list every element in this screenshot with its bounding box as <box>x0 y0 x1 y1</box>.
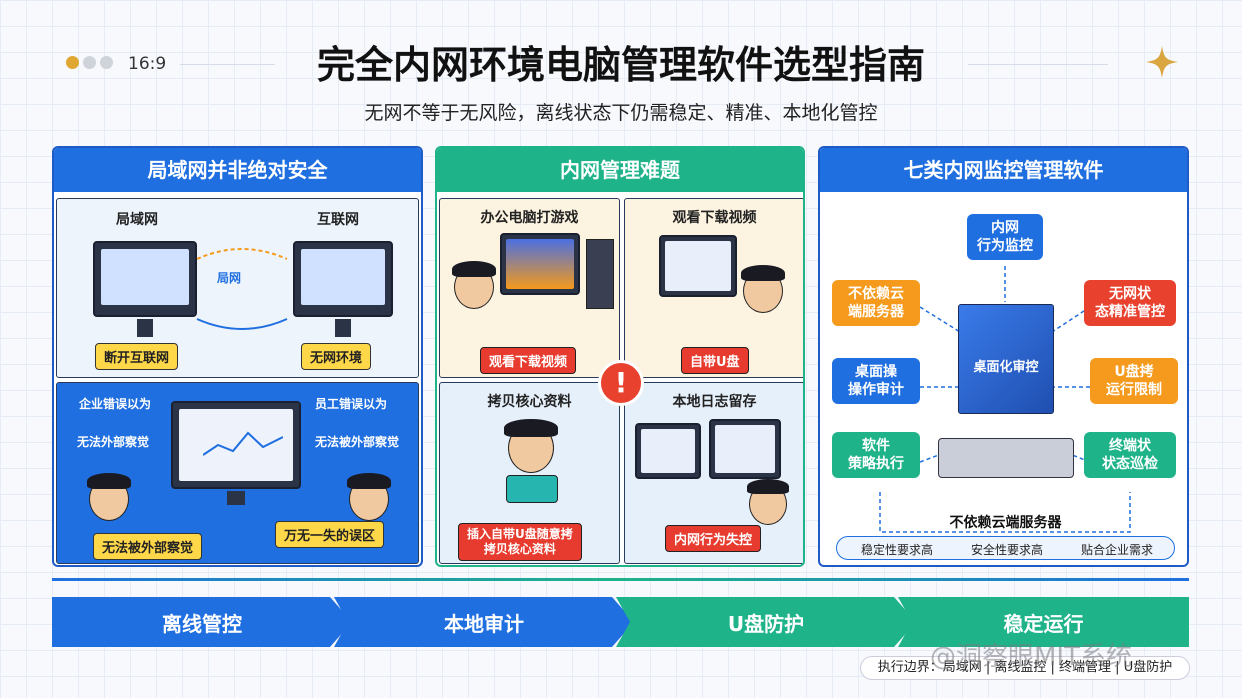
panel-intranet-problems: 内网管理难题 办公电脑打游戏 观看下载视频 观看下载视频 自带U盘 拷贝核心资料… <box>435 146 805 567</box>
item-terminal-inspection: 终端状 状态巡检 <box>1084 432 1176 478</box>
cell-title: 本地日志留存 <box>672 394 757 410</box>
aspect-ratio-label: 16:9 <box>128 54 167 74</box>
panel-title: 七类内网监控管理软件 <box>820 148 1187 192</box>
video-cell: 观看下载视频 自带U盘 <box>624 198 803 378</box>
page-title: 完全内网环境电脑管理软件选型指南 <box>316 43 925 87</box>
monitor-stand-icon <box>335 319 351 337</box>
footer-boundary: 执行边界：局域网 | 离线监控 | 终端管理 | U盘防护 <box>860 656 1190 680</box>
item-no-cloud: 不依赖云 端服务器 <box>832 280 920 326</box>
video-monitor-icon <box>659 235 737 297</box>
item-behavior-monitor: 内网 行为监控 <box>967 214 1043 260</box>
log-monitor-icon <box>709 419 781 479</box>
divider <box>180 64 275 65</box>
divider <box>968 64 1108 65</box>
network-appliance-icon <box>938 438 1074 478</box>
problem-tag: 内网行为失控 <box>665 525 762 552</box>
requirement-pills: 稳定性要求高 安全性要求高 贴合企业需求 <box>836 536 1175 560</box>
lan-monitor-icon <box>93 241 197 317</box>
item-usb-limit: U盘拷 运行限制 <box>1090 358 1178 404</box>
flow-step-audit: 本地审计 <box>334 597 634 647</box>
page-subtitle: 无网不等于无风险，离线状态下仍需稳定、精准、本地化管控 <box>364 102 878 124</box>
watermark: @洞察眼MIT系统 <box>930 642 1132 672</box>
misconception-tag-right: 万无一失的误区 <box>275 521 385 548</box>
internet-monitor-icon <box>293 241 393 317</box>
monitor-stand-icon <box>137 319 153 337</box>
sparkle-icon <box>1146 46 1178 78</box>
offline-tag: 无网环境 <box>301 343 372 370</box>
item-software-policy: 软件 策略执行 <box>832 432 920 478</box>
section-divider <box>52 578 1189 581</box>
pill-security: 安全性要求高 <box>971 543 1044 557</box>
dot-icon <box>66 56 79 69</box>
dot-icon <box>83 56 96 69</box>
note-right: 无法被外部察觉 <box>315 435 400 449</box>
panel-title: 局域网并非绝对安全 <box>54 148 421 192</box>
lan-label: 局域网 <box>116 212 158 228</box>
internet-label: 互联网 <box>317 212 359 228</box>
log-monitor-icon <box>635 423 701 479</box>
item-desktop-audit: 桌面操 操作审计 <box>832 358 920 404</box>
panel-lan-risk: 局域网并非绝对安全 局域网 互联网 局网 断开互联网 无网环境 企业错误以为 员… <box>52 146 423 567</box>
pc-tower-icon <box>586 239 614 309</box>
gaming-cell: 办公电脑打游戏 观看下载视频 <box>439 198 620 378</box>
usb-drive-icon <box>506 475 558 503</box>
exclamation-icon: ! <box>598 360 644 406</box>
problem-tag: 观看下载视频 <box>480 347 577 374</box>
lan-illustration: 局域网 互联网 局网 断开互联网 无网环境 <box>56 198 419 378</box>
game-monitor-icon <box>500 233 580 295</box>
flow-step-offline: 离线管控 <box>52 597 352 647</box>
cell-title: 拷贝核心资料 <box>487 394 572 410</box>
copy-data-cell: 拷贝核心资料 插入自带U盘随意拷 拷贝核心资料 <box>439 382 620 564</box>
server-icon <box>958 304 1054 414</box>
panel-title: 内网管理难题 <box>437 148 803 192</box>
disconnect-tag: 断开互联网 <box>95 343 179 370</box>
employee-thought: 员工错误以为 <box>315 397 388 411</box>
server-label: 桌面化审控 <box>973 360 1039 375</box>
misconception-illustration: 企业错误以为 员工错误以为 无法外部察觉 无法被外部察觉 无法被外部察觉 万无一… <box>56 382 419 564</box>
local-log-cell: 本地日志留存 内网行为失控 <box>624 382 803 564</box>
dashboard-monitor-icon <box>171 401 301 489</box>
cell-title: 观看下载视频 <box>672 210 757 226</box>
flow-step-usb: U盘防护 <box>616 597 916 647</box>
bottom-label: 不依赖云端服务器 <box>949 515 1062 531</box>
panel-monitoring-software: 七类内网监控管理软件 内网 行为监控 不依赖云 端服务器 无网状 态精准管控 桌… <box>818 146 1189 567</box>
pill-stability: 稳定性要求高 <box>861 543 934 557</box>
misconception-tag-left: 无法被外部察觉 <box>93 533 203 560</box>
item-offline-control: 无网状 态精准管控 <box>1084 280 1176 326</box>
middle-label: 局网 <box>217 271 242 285</box>
flow-step-stable: 稳定运行 <box>898 597 1189 647</box>
pill-fit: 贴合企业需求 <box>1081 543 1154 557</box>
note-left: 无法外部察觉 <box>77 435 150 449</box>
company-thought: 企业错误以为 <box>79 397 152 411</box>
dot-icon <box>100 56 113 69</box>
problem-tag: 自带U盘 <box>681 347 749 374</box>
connection-arrows-icon <box>196 248 288 330</box>
window-dots <box>66 56 113 69</box>
problem-tag: 插入自带U盘随意拷 拷贝核心资料 <box>458 523 582 561</box>
cell-title: 办公电脑打游戏 <box>480 210 579 226</box>
